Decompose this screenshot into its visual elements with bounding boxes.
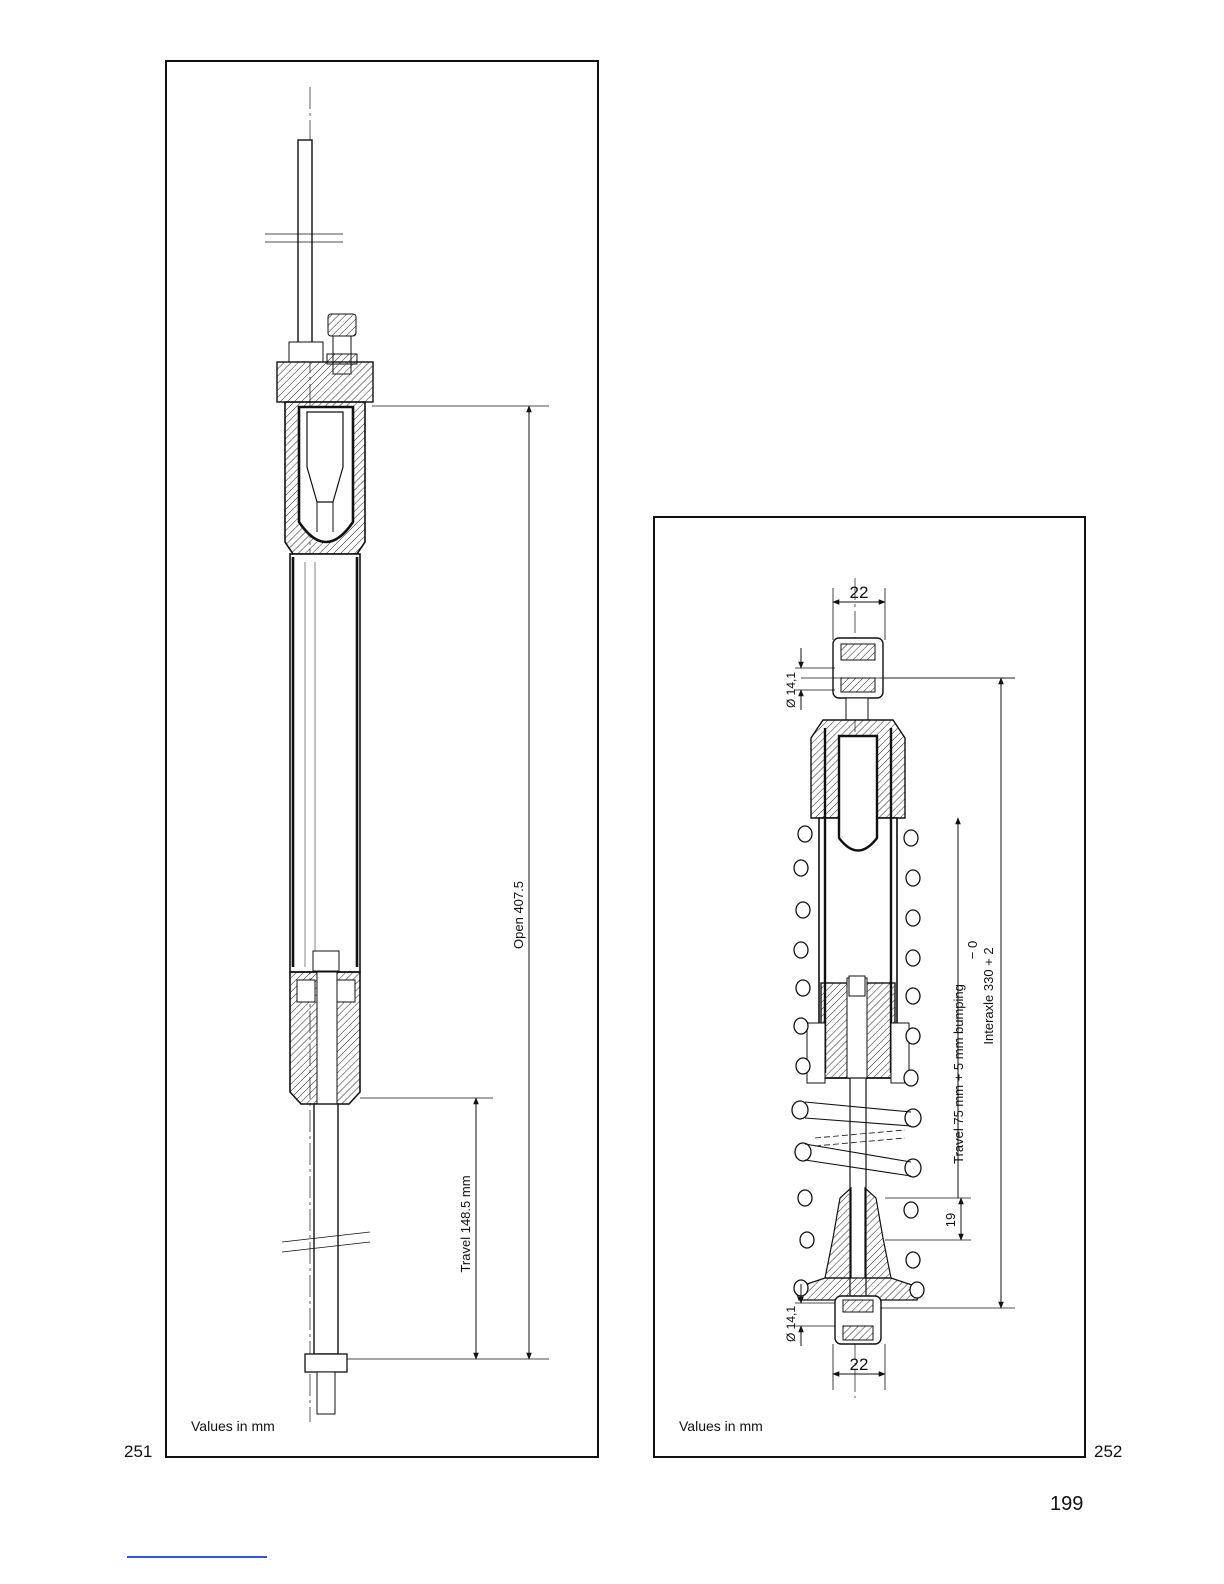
figure-252-panel: 22 22 Ø 14,1 Ø 14,1 Interaxle 330 + 2 − … [653, 516, 1086, 1458]
width-bottom-label: 22 [850, 1355, 869, 1374]
figure-252-caption: Values in mm [679, 1418, 763, 1434]
figure-251-panel: Open 407.5 Travel 148.5 mm Values in mm [165, 60, 599, 1458]
width-top-label: 22 [850, 583, 869, 602]
interaxle-tolerance-label: − 0 [965, 941, 980, 959]
shock-absorber-252-drawing: 22 22 Ø 14,1 Ø 14,1 Interaxle 330 + 2 − … [655, 518, 1088, 1460]
shock-absorber-251-drawing: Open 407.5 Travel 148.5 mm [167, 62, 601, 1460]
figure-251-caption: Values in mm [191, 1418, 275, 1434]
blue-underline [127, 1556, 267, 1558]
open-dimension-label: Open 407.5 [511, 881, 526, 949]
bore-top-label: Ø 14,1 [784, 672, 798, 708]
figure-252-number: 252 [1094, 1442, 1122, 1462]
travel-dimension-label: Travel 148.5 mm [458, 1175, 473, 1272]
page-number: 199 [1050, 1493, 1083, 1516]
interaxle-label: Interaxle 330 + 2 [981, 947, 996, 1044]
bore-bottom-label: Ø 14,1 [784, 1306, 798, 1342]
figure-251-number: 251 [124, 1442, 152, 1462]
travel-bumping-label: Travel 75 mm + 5 mm bumping [951, 984, 966, 1164]
bump-stop-label: 19 [943, 1213, 958, 1227]
